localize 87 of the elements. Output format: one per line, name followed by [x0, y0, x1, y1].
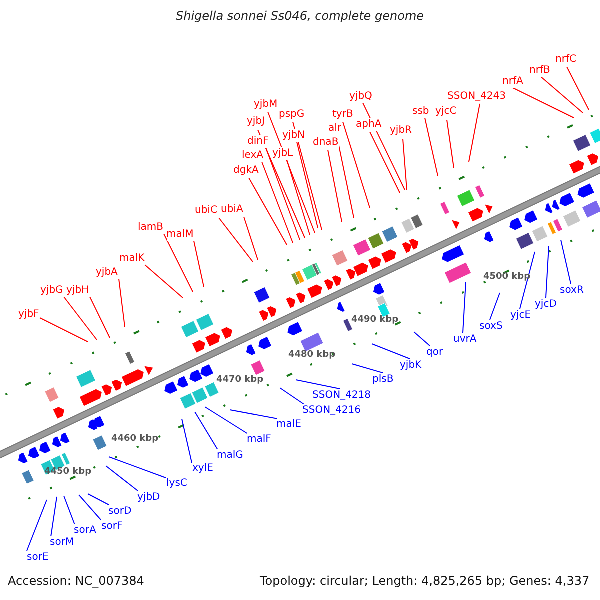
gene-label: ssb — [412, 105, 430, 118]
gene-label: SSON_4218 — [312, 389, 371, 402]
gene-label: dgkA — [234, 164, 259, 177]
leader-line — [230, 410, 278, 420]
gene-label: dnaB — [313, 136, 339, 149]
leader-line — [90, 296, 110, 338]
gene-label: yjbM — [254, 98, 278, 111]
leader-line — [26, 500, 48, 552]
leader-line — [292, 122, 322, 230]
leader-line — [64, 496, 76, 526]
leader-line — [164, 234, 194, 292]
leader-line — [40, 318, 88, 342]
gene-label: yjbF — [18, 308, 40, 321]
leader-line — [108, 456, 166, 478]
gene-label: yjbG — [40, 284, 64, 297]
gene-label: yjbK — [400, 359, 422, 372]
gene-label: pspG — [279, 108, 305, 121]
leader-line — [462, 282, 466, 334]
scale-label: 4470 kbp — [216, 374, 264, 387]
gene-label: yjbJ — [247, 115, 265, 128]
leader-line — [204, 406, 248, 434]
leader-line — [414, 332, 430, 346]
leader-line — [468, 104, 480, 162]
gene-label: yjbD — [138, 491, 160, 504]
gene-label: lysC — [166, 477, 188, 490]
gene-label: SSON_4216 — [302, 404, 361, 417]
gene-label: tyrB — [332, 108, 354, 121]
gene-label: yjbR — [390, 124, 412, 137]
gene-label: SSON_4243 — [448, 90, 506, 103]
leader-line — [194, 412, 218, 450]
gene-label: yjbH — [66, 284, 90, 297]
leader-line — [262, 162, 294, 244]
leader-line — [78, 494, 102, 520]
gene-label: dinF — [248, 135, 269, 148]
leader-line — [296, 142, 318, 228]
leader-line — [296, 380, 340, 390]
gene-label: yjbL — [272, 147, 294, 160]
scale-label: 4490 kbp — [352, 314, 399, 327]
leader-line — [372, 344, 410, 360]
leader-line — [560, 240, 572, 284]
title: Shigella sonnei Ss046, complete genome — [176, 10, 424, 23]
gene-label: yjcC — [436, 105, 457, 118]
leader-line — [566, 66, 590, 110]
leader-line — [446, 120, 454, 168]
leader-line — [244, 216, 258, 260]
leader-line — [182, 418, 192, 464]
leader-line — [248, 178, 288, 246]
leader-line — [540, 76, 584, 114]
leader-line — [546, 246, 550, 298]
genome-stats-text: Topology: circular; Length: 4,825,265 bp; Genes: 4,337 — [260, 575, 590, 588]
leader-line — [118, 278, 126, 328]
gene-label: yjcD — [535, 298, 557, 311]
leader-line — [490, 292, 500, 320]
leader-line — [64, 296, 98, 340]
scale-label: 4460 kbp — [112, 433, 159, 446]
leader-line — [370, 132, 400, 194]
leader-line — [144, 264, 184, 298]
leader-line — [328, 150, 342, 222]
leader-line — [218, 218, 254, 262]
leader-line — [424, 118, 438, 176]
gene-label: qor — [426, 346, 444, 359]
leader-line — [194, 240, 204, 288]
leader-line — [280, 388, 306, 406]
gene-label: yjbQ — [350, 90, 372, 103]
gene-label: yjbN — [282, 129, 306, 142]
leader-line — [106, 466, 138, 492]
gene-label: nrfB — [530, 64, 550, 77]
leader-line — [402, 138, 408, 190]
leader-line — [268, 112, 316, 234]
gene-label: lexA — [242, 149, 264, 162]
leader-line — [512, 88, 574, 118]
leader-line — [266, 148, 300, 240]
leader-line — [258, 130, 306, 238]
gene-label: nrfA — [502, 75, 524, 88]
leader-line — [50, 496, 58, 538]
gene-label: plsB — [372, 373, 394, 386]
gene-label: malM — [166, 228, 194, 241]
scale-label: 4480 kbp — [288, 349, 336, 362]
leader-line — [342, 122, 370, 208]
gene-label: yjcE — [510, 309, 532, 322]
gene-label: xylE — [192, 462, 214, 475]
accession-text: Accession: NC_007384 — [8, 575, 144, 588]
leader-line — [286, 160, 310, 236]
leader-line — [352, 364, 384, 374]
gene-label: yjbA — [96, 266, 118, 279]
gene-label: aphA — [356, 118, 382, 131]
leader-line — [88, 494, 110, 506]
